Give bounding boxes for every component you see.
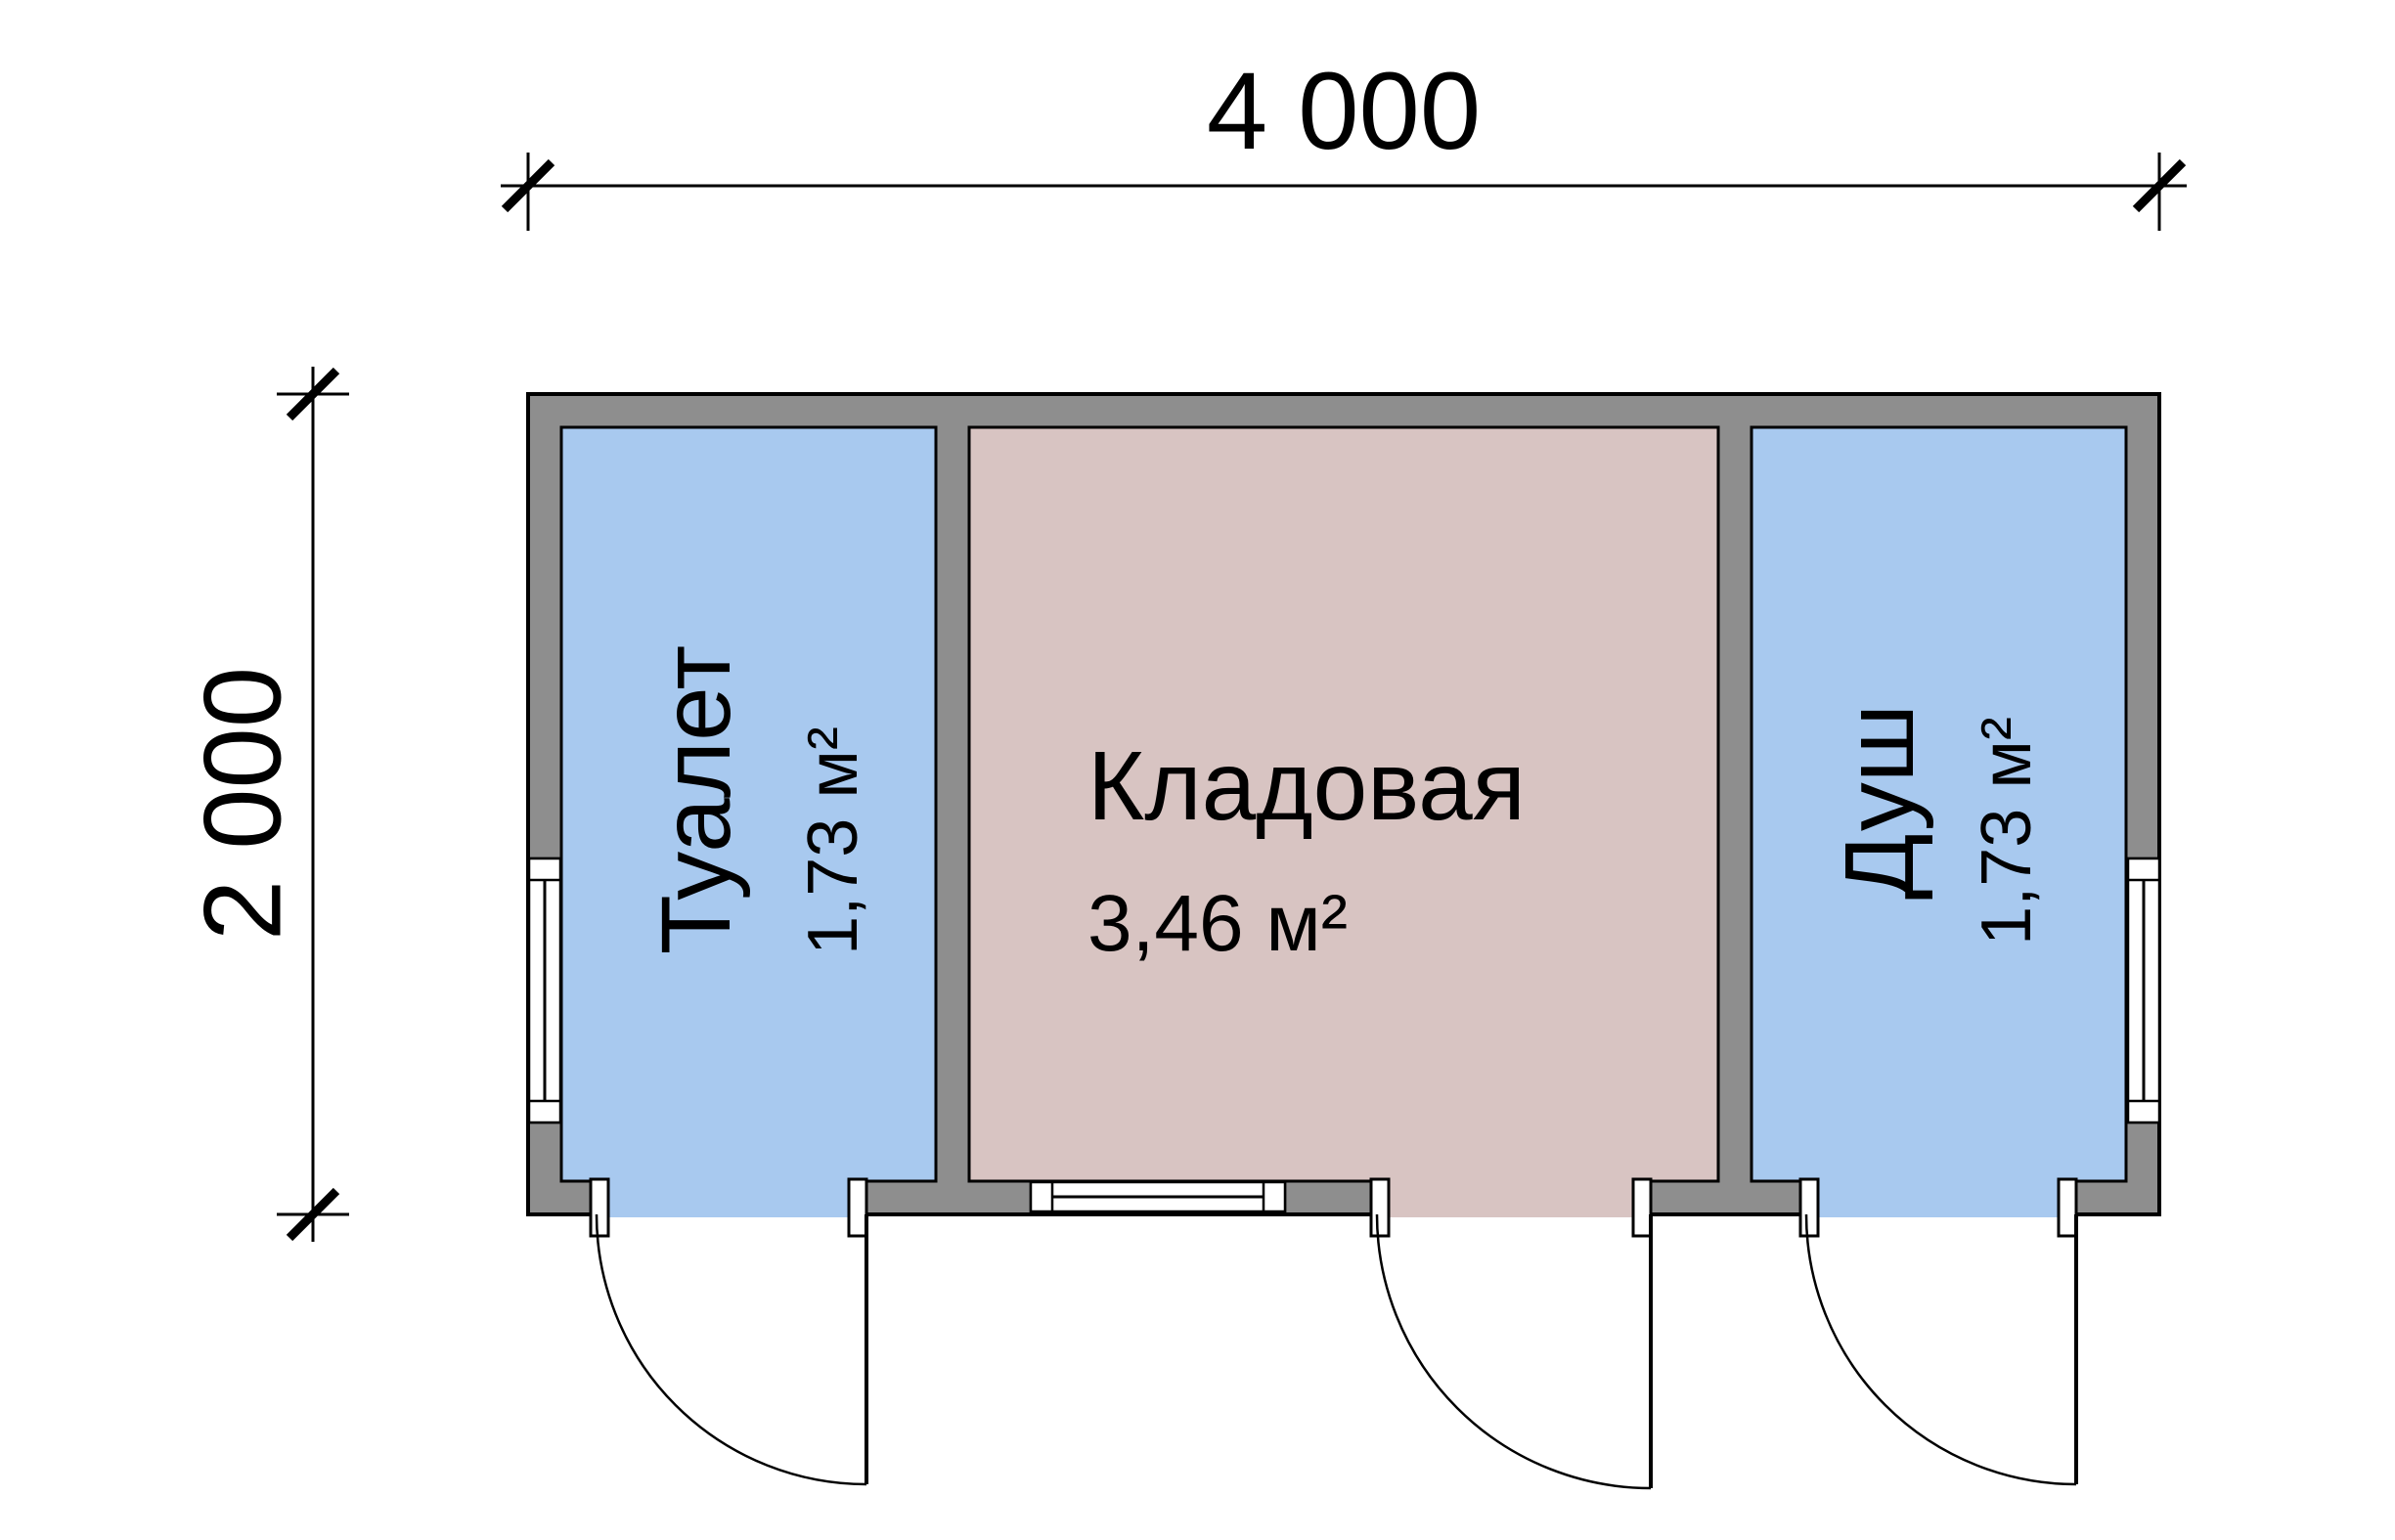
room-storage-area: 3,46 м² — [1087, 879, 1348, 968]
door-toilet-jamb-right — [847, 1177, 868, 1238]
door-storage-jamb-right — [1631, 1177, 1653, 1238]
dimension-height: 2 000 — [182, 367, 349, 1242]
dimension-width-tick-left — [501, 158, 555, 213]
door-toilet-opening — [597, 1177, 866, 1217]
door-storage-opening — [1377, 1177, 1651, 1217]
door-toilet-jamb-left — [589, 1177, 610, 1238]
window-right-cap-top — [2126, 857, 2161, 882]
room-toilet-area: 1,73 м² — [794, 726, 872, 955]
window-right — [2126, 857, 2161, 1124]
dimension-width: 4 000 — [501, 50, 2187, 231]
dimension-height-label: 2 000 — [182, 667, 304, 941]
room-shower-area: 1,73 м² — [1968, 717, 2046, 946]
window-storage — [1029, 1180, 1287, 1213]
dimension-width-label: 4 000 — [1207, 50, 1481, 172]
room-storage — [967, 425, 1720, 1183]
door-shower — [1798, 1177, 2078, 1486]
window-left-cap-bottom — [527, 1099, 562, 1124]
window-storage-cap-left — [1029, 1180, 1054, 1213]
dimension-height-tick-top — [286, 367, 340, 421]
door-toilet-swing-arc — [595, 1213, 867, 1486]
window-right-cap-bottom — [2126, 1099, 2161, 1124]
room-toilet — [559, 425, 938, 1183]
door-shower-swing-arc — [1804, 1213, 2077, 1486]
door-shower-jamb-right — [2057, 1177, 2078, 1238]
window-storage-cap-right — [1262, 1180, 1287, 1213]
window-left — [527, 857, 562, 1124]
door-storage-swing-arc — [1375, 1213, 1652, 1490]
room-shower-name: Душ — [1825, 704, 1934, 900]
door-toilet — [589, 1177, 868, 1486]
dimension-width-tick-right — [2132, 158, 2187, 213]
room-storage-name: Кладовая — [1087, 731, 1526, 841]
room-shower — [1750, 425, 2128, 1183]
door-storage — [1369, 1177, 1653, 1490]
door-shower-jamb-left — [1798, 1177, 1820, 1238]
window-left-cap-top — [527, 857, 562, 882]
dimension-height-tick-bottom — [286, 1187, 340, 1242]
door-shower-opening — [1806, 1177, 2076, 1217]
room-labels: Туалет 1,73 м² Кладовая 3,46 м² Душ 1,73… — [642, 645, 2046, 968]
room-toilet-name: Туалет — [642, 645, 751, 954]
door-storage-jamb-left — [1369, 1177, 1391, 1238]
